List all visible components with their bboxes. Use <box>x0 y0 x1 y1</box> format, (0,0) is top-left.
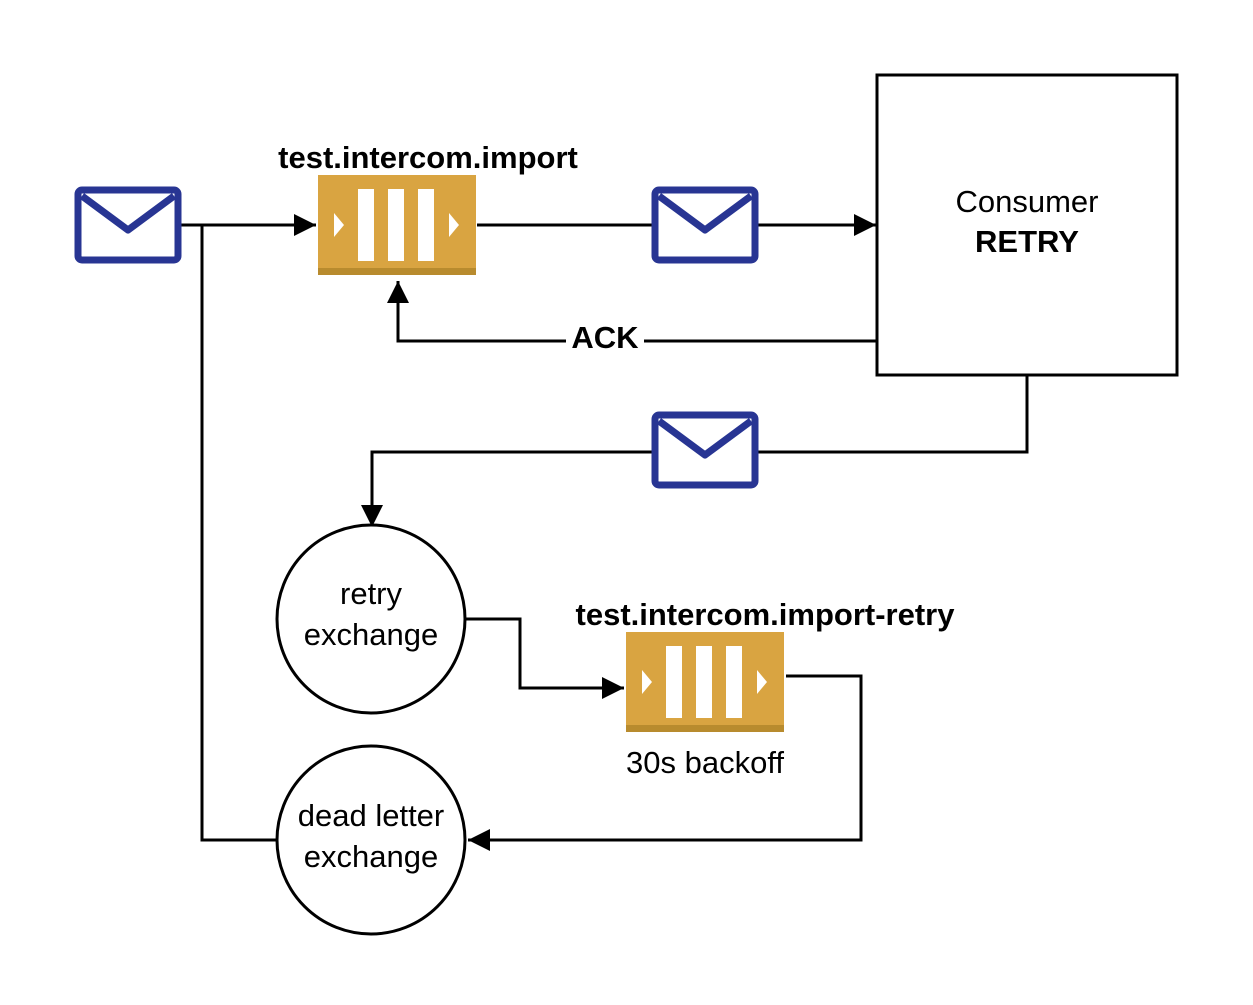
queue-icon <box>626 632 784 732</box>
retry-exchange-label-2: exchange <box>304 617 438 652</box>
retry-exchange <box>275 523 467 715</box>
ack-label: ACK <box>571 320 639 355</box>
retry-queue-name: test.intercom.import-retry <box>576 597 956 632</box>
envelope-icon <box>78 190 178 260</box>
dead-letter-exchange-label-1: dead letter <box>298 798 445 833</box>
edge-retry-exchange-to-retry-queue <box>465 617 624 699</box>
retry-queue-note: 30s backoff <box>626 745 784 780</box>
dead-letter-exchange <box>275 744 467 936</box>
retry-exchange-label-1: retry <box>340 576 403 611</box>
edge-ack <box>387 281 876 343</box>
consumer-mode-label: RETRY <box>975 224 1079 259</box>
envelope-icon <box>655 415 755 485</box>
envelope-icon <box>655 190 755 260</box>
edge-retry-queue-to-dead-letter <box>468 674 863 851</box>
edge-dead-letter-to-main <box>200 225 276 842</box>
main-queue-name: test.intercom.import <box>278 140 578 175</box>
consumer-label: Consumer <box>956 184 1099 219</box>
dead-letter-exchange-label-2: exchange <box>304 839 438 874</box>
consumer-box <box>875 73 1179 377</box>
queue-icon <box>318 175 476 275</box>
